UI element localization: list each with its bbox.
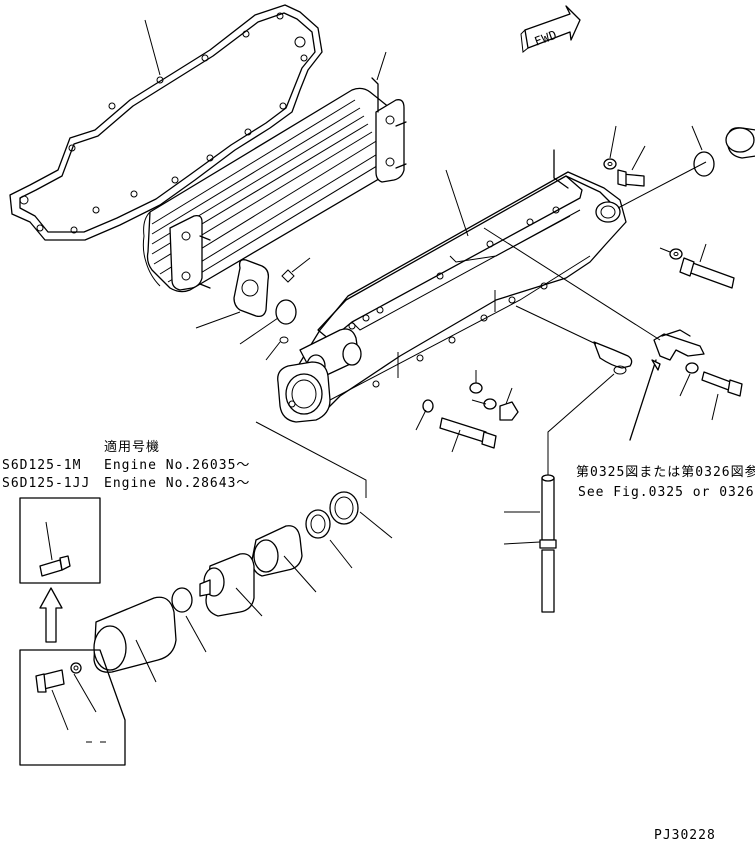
figure-code: PJ30228: [654, 828, 716, 843]
applicability-model-1: S6D125-1M: [2, 458, 81, 473]
detail-box-lower: [19, 649, 126, 766]
forward-direction-arrow: FWD: [520, 5, 581, 53]
applicability-block: 適用号機 S6D125-1M Engine No.26035～ S6D125-1…: [2, 439, 250, 491]
breather-bracket: [483, 227, 743, 613]
upgrade-arrow: [39, 587, 63, 643]
cooler-flange-gasket: [195, 259, 270, 329]
applicability-heading: 適用号機: [104, 439, 160, 455]
oil-cooler-housing: [277, 169, 627, 423]
reference-note: 第0325図または第0326図参照 See Fig.0325 or 0326: [576, 464, 755, 500]
applicability-engine-2: Engine No.28643～: [104, 476, 250, 491]
reference-note-japanese: 第0325図または第0326図参照: [576, 464, 755, 480]
center-fasteners: [415, 370, 519, 453]
applicability-model-2: S6D125-1JJ: [2, 476, 90, 491]
o-ring-set: [239, 257, 311, 361]
oil-cooler-core: [142, 51, 407, 293]
exploded-lower-parts: [35, 421, 393, 731]
applicability-engine-1: Engine No.26035～: [104, 458, 250, 473]
detail-box-upper: [19, 497, 101, 584]
top-right-fasteners: [553, 125, 755, 289]
cooler-cover-gasket: [9, 4, 323, 241]
reference-note-english: See Fig.0325 or 0326: [578, 485, 755, 500]
